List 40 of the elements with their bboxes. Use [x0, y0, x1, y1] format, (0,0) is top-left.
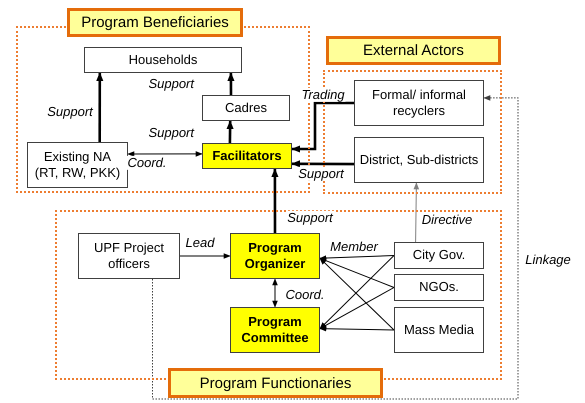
process-box: District, Sub-districts — [354, 137, 484, 183]
process-box: Cadres — [202, 95, 290, 121]
arrow — [271, 168, 279, 233]
edge-label: Coord. — [126, 156, 168, 170]
process-box: UPF Project officers — [78, 233, 180, 279]
process-box: Households — [84, 47, 242, 73]
arrow — [291, 102, 354, 153]
group-heading: Program Beneficiaries — [67, 8, 243, 37]
edge-label: Coord. — [284, 288, 326, 302]
process-box: Mass Media — [394, 307, 484, 353]
edge-label: Lead — [184, 236, 216, 250]
highlighted-box: Program Committee — [230, 307, 320, 353]
group-heading: External Actors — [326, 36, 501, 65]
arrow — [127, 151, 203, 157]
edge-label: Support — [297, 166, 345, 182]
edge-label: Support — [147, 76, 195, 92]
process-box: Existing NA (RT, RW, PKK) — [27, 142, 128, 188]
highlighted-box: Program Organizer — [230, 233, 320, 279]
highlighted-box: Facilitators — [202, 143, 292, 169]
edge-label: Member — [329, 240, 379, 254]
edge-label: Linkage — [524, 252, 572, 268]
process-box: City Gov. — [394, 242, 484, 269]
process-box: Formal/ informal recyclers — [354, 80, 484, 126]
arrow — [414, 182, 420, 242]
arrow — [180, 253, 231, 259]
process-box: NGOs. — [394, 274, 484, 301]
arrow — [272, 278, 278, 308]
arrow — [96, 72, 104, 142]
arrow — [226, 120, 234, 144]
arrow — [227, 72, 235, 95]
arrow — [319, 326, 394, 332]
edge-label: Directive — [420, 212, 474, 228]
edge-label: Support — [286, 210, 334, 226]
edge-label: Support — [46, 104, 94, 120]
group-heading: Program Functionaries — [168, 368, 383, 398]
dotted-arrow — [152, 95, 518, 400]
arrow — [319, 255, 394, 261]
edge-label: Trading — [300, 88, 346, 102]
edge-label: Support — [147, 126, 195, 140]
arrow — [291, 160, 354, 168]
